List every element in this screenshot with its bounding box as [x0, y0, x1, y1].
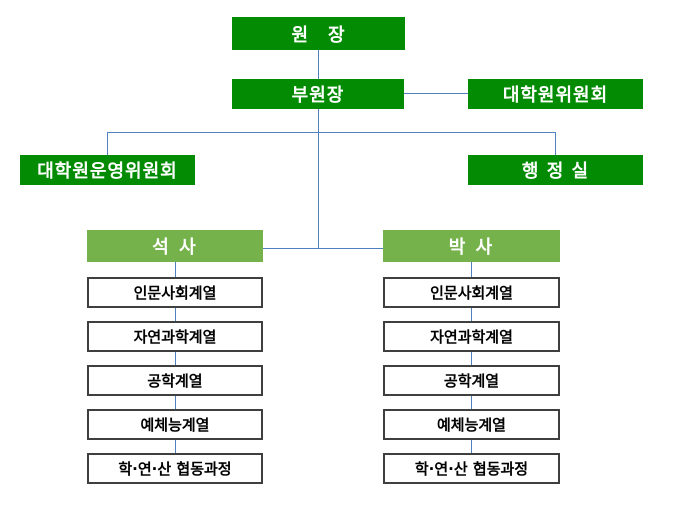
masters-item-label: 공학계열 [147, 372, 203, 390]
connector-vice-gradcom [404, 93, 468, 94]
masters-item-engineering: 공학계열 [87, 365, 263, 396]
masters-item-arts-physical: 예체능계열 [87, 409, 263, 440]
masters-header-label: 석 사 [152, 237, 198, 258]
connector-branch-horizontal [107, 132, 556, 133]
doctoral-item-engineering: 공학계열 [383, 365, 560, 396]
masters-header-box: 석 사 [87, 230, 263, 262]
connector-director-vice [318, 49, 319, 79]
doctoral-item-label: 학·연·산 협동과정 [414, 460, 529, 478]
director-label: 원 장 [291, 24, 346, 46]
connector-masters-item [175, 352, 176, 365]
graduate-committee-box: 대학원위원회 [468, 79, 643, 109]
doctoral-item-label: 예체능계열 [436, 416, 506, 434]
connector-doctoral-item [471, 308, 472, 321]
doctoral-item-cooperative-program: 학·연·산 협동과정 [383, 453, 560, 484]
doctoral-item-humanities: 인문사회계열 [383, 277, 560, 308]
vice-director-label: 부원장 [291, 85, 345, 106]
director-box: 원 장 [232, 17, 405, 50]
connector-masters-item [175, 262, 176, 277]
doctoral-item-label: 인문사회계열 [430, 284, 513, 302]
connector-doctoral-item [471, 262, 472, 277]
connector-drop-admin [555, 132, 556, 155]
doctoral-item-label: 공학계열 [443, 372, 500, 390]
doctoral-header-box: 박 사 [383, 230, 560, 262]
graduate-committee-label: 대학원위원회 [502, 85, 609, 106]
masters-item-natural-sciences: 자연과학계열 [87, 321, 263, 352]
connector-doctoral-item [471, 352, 472, 365]
masters-item-label: 인문사회계열 [133, 284, 217, 302]
doctoral-item-natural-sciences: 자연과학계열 [383, 321, 560, 352]
connector-doctoral-item [471, 440, 472, 453]
connector-doctoral-item [471, 396, 472, 409]
doctoral-item-arts-physical: 예체능계열 [383, 409, 560, 440]
operating-committee-box: 대학원운영위원회 [20, 155, 195, 185]
connector-masters-item [175, 440, 176, 453]
connector-masters-doctoral [263, 248, 383, 249]
masters-item-label: 예체능계열 [140, 416, 210, 434]
masters-item-cooperative-program: 학·연·산 협동과정 [87, 453, 263, 484]
doctoral-header-label: 박 사 [448, 237, 495, 258]
masters-item-humanities: 인문사회계열 [87, 277, 263, 308]
connector-vice-programs [318, 109, 319, 248]
masters-item-label: 자연과학계열 [133, 328, 217, 346]
admin-office-label: 행 정 실 [521, 161, 590, 182]
connector-masters-item [175, 308, 176, 321]
connector-masters-item [175, 396, 176, 409]
masters-item-label: 학·연·산 협동과정 [118, 460, 232, 478]
doctoral-item-label: 자연과학계열 [430, 328, 513, 346]
admin-office-box: 행 정 실 [468, 155, 643, 185]
operating-committee-label: 대학원운영위원회 [37, 161, 178, 182]
connector-drop-opcom [107, 132, 108, 155]
vice-director-box: 부원장 [232, 79, 404, 109]
